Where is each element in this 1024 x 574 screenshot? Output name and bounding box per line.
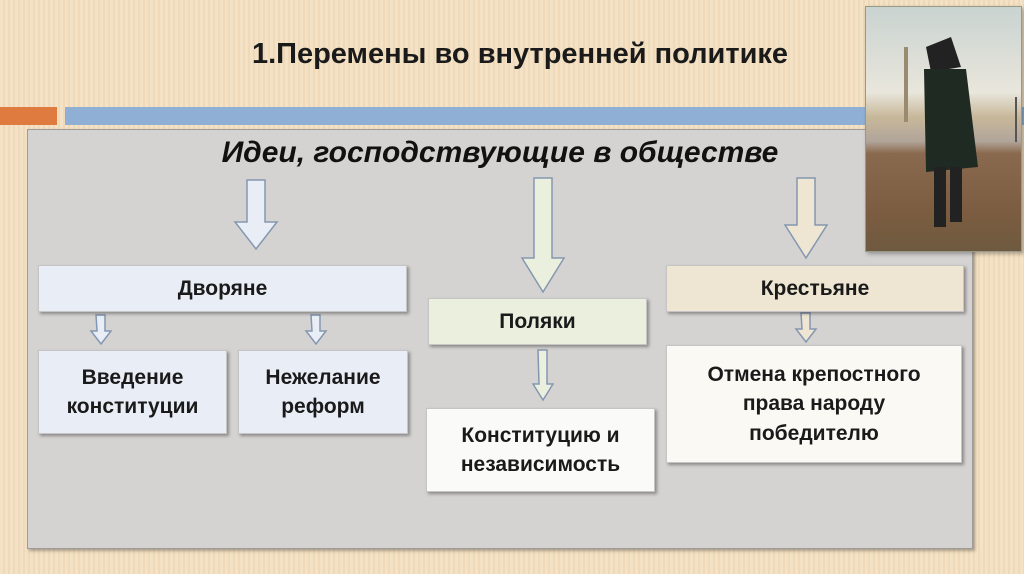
idea-no-reforms: Нежелание реформ	[238, 350, 408, 434]
idea-abolish-serfdom: Отмена крепостного права народу победите…	[666, 345, 962, 463]
arrow-down-icon	[89, 314, 113, 346]
arrow-down-icon	[520, 177, 566, 294]
arrow-down-icon	[794, 312, 818, 344]
idea-independence: Конституцию и независимость	[426, 408, 655, 492]
arrow-down-icon	[233, 179, 279, 251]
group-nobles: Дворяне	[38, 265, 407, 312]
arrow-down-icon	[783, 177, 829, 260]
arrow-down-icon	[531, 349, 555, 402]
idea-constitution: Введение конституции	[38, 350, 227, 434]
group-poles: Поляки	[428, 298, 647, 345]
portrait-figure-icon	[904, 37, 1017, 227]
arrow-down-icon	[304, 314, 328, 346]
accent-bar-blue	[65, 107, 1024, 125]
slide-title: 1.Перемены во внутренней политике	[251, 38, 789, 70]
portrait-painting	[865, 6, 1022, 252]
diagram-heading: Идеи, господствующие в обществе	[221, 136, 779, 169]
group-peasants: Крестьяне	[666, 265, 964, 312]
accent-bar-orange	[0, 107, 57, 125]
